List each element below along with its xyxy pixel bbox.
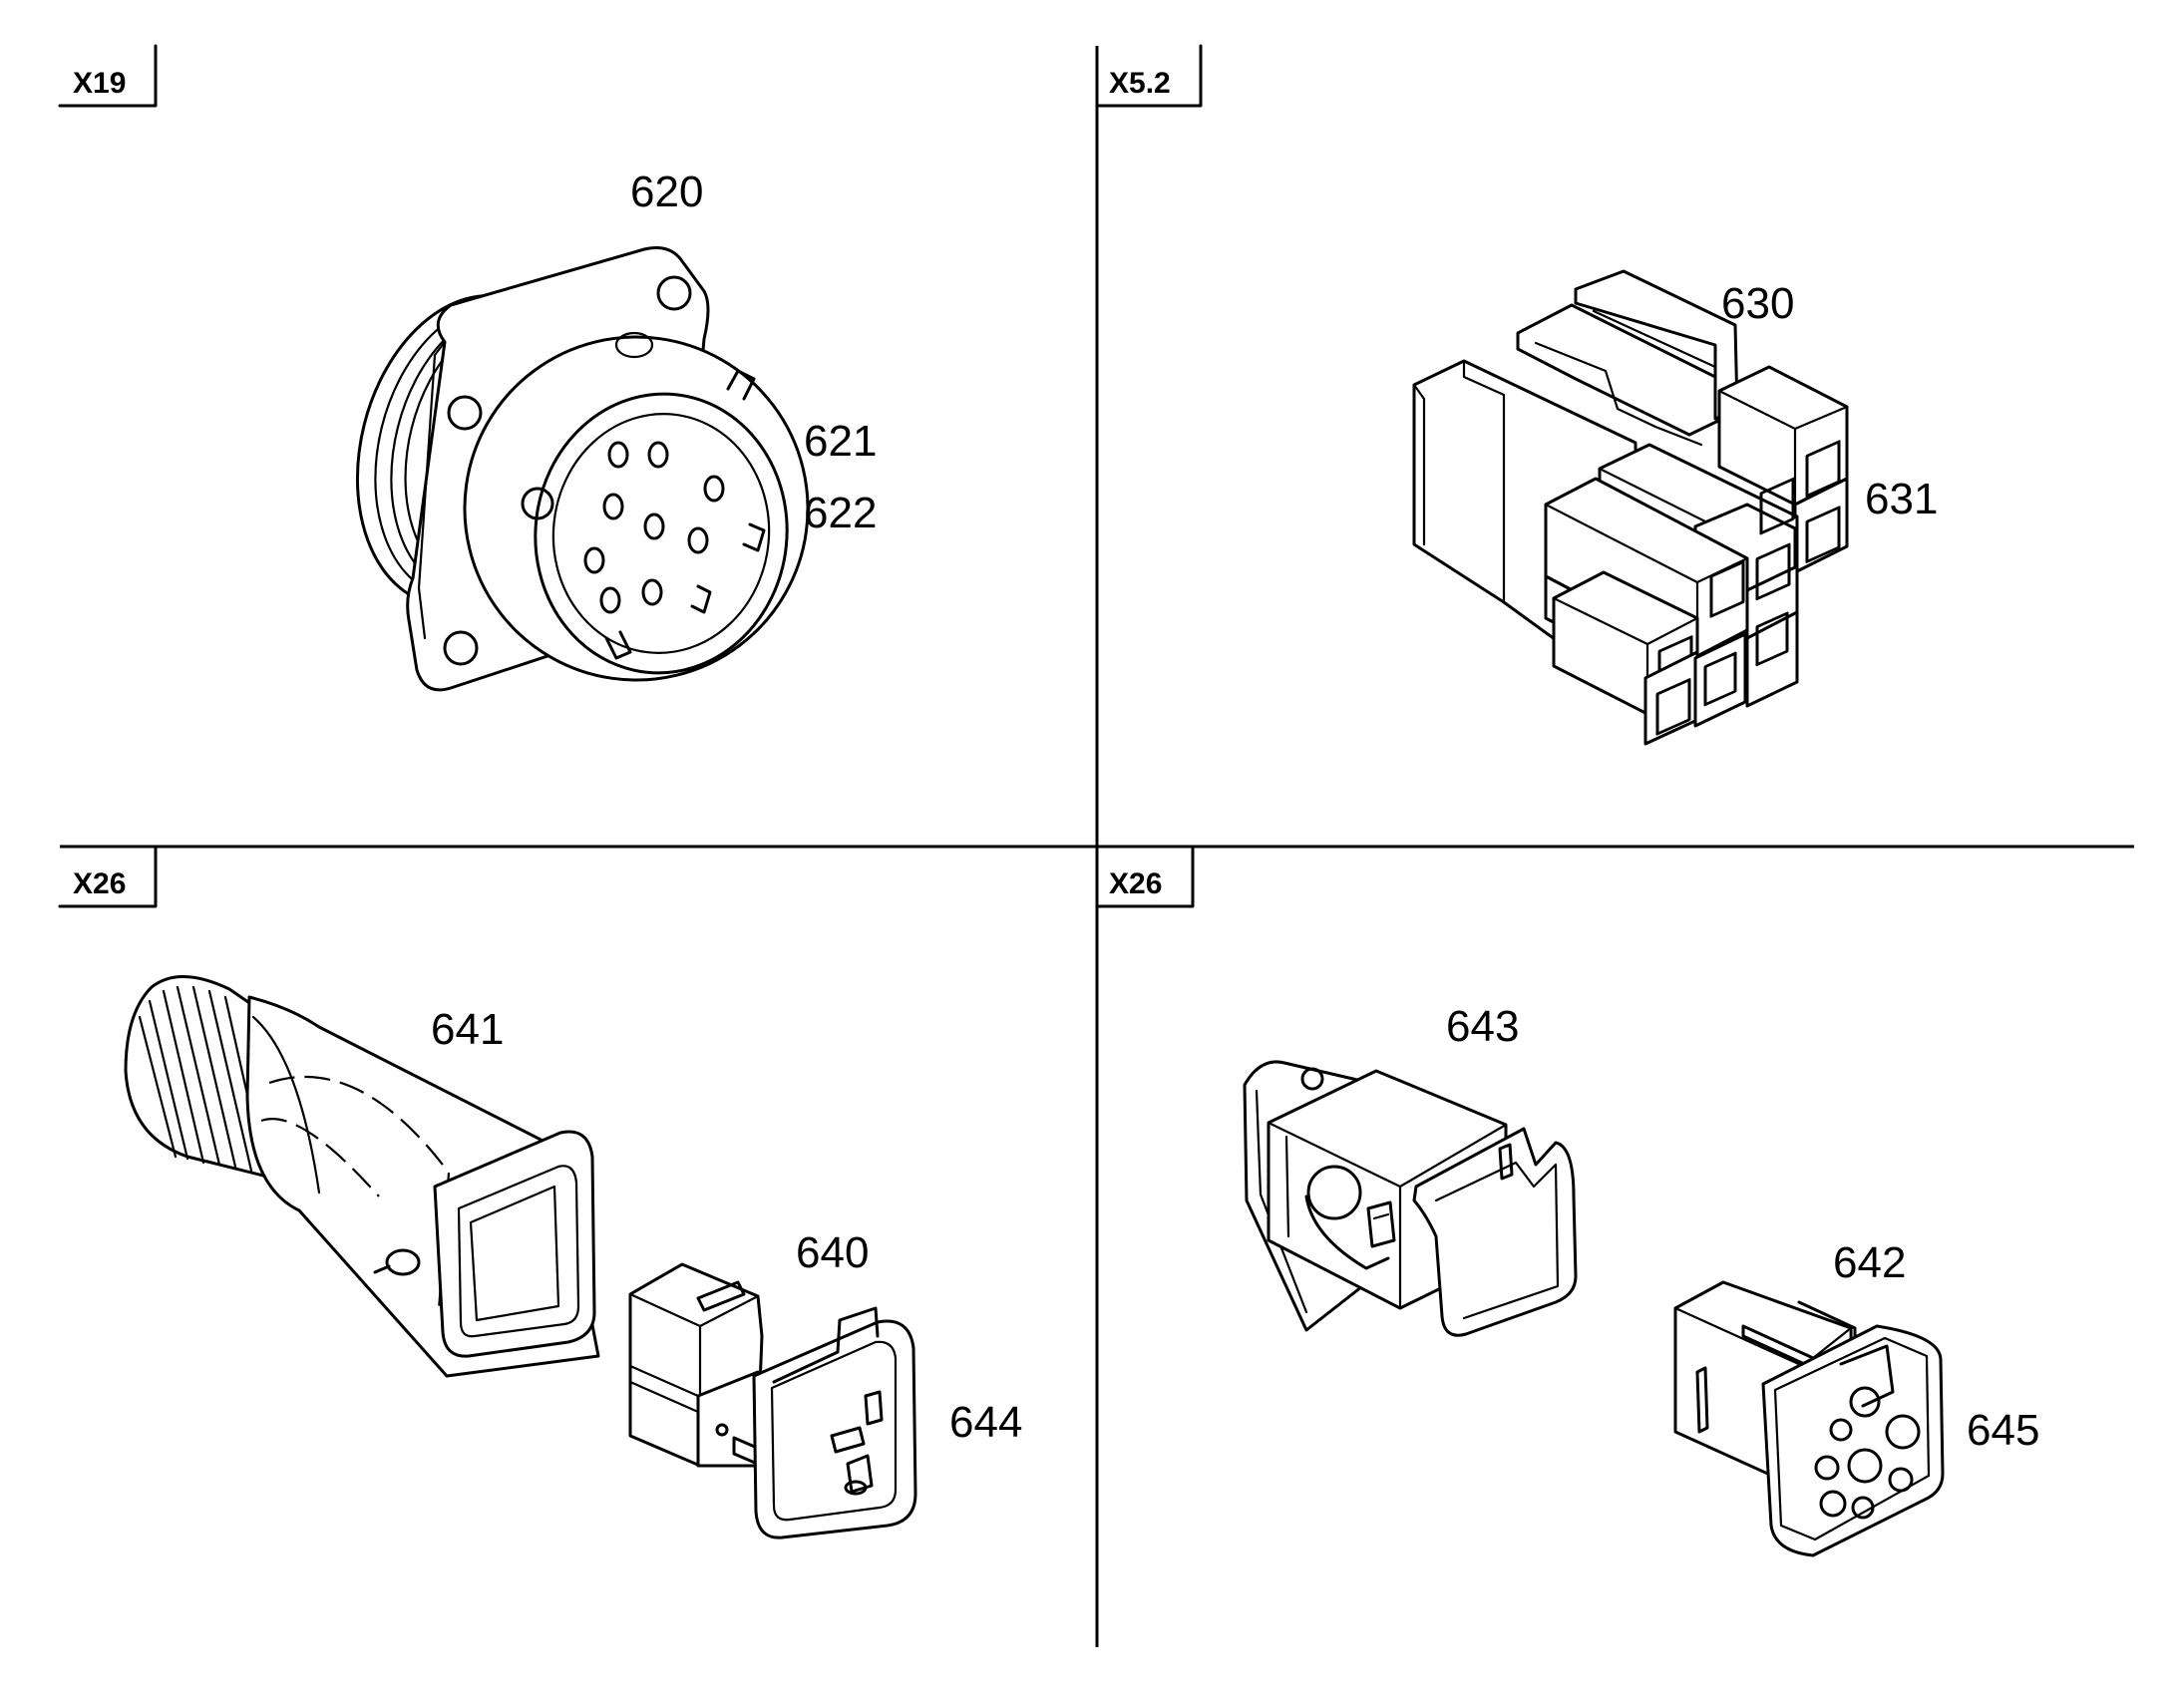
part-number-642: 642 — [1833, 1238, 1906, 1287]
part-number-644: 644 — [949, 1398, 1022, 1447]
part-number-645: 645 — [1967, 1406, 2039, 1455]
rectangular-connector-drawing — [1412, 269, 1849, 746]
part-number-630: 630 — [1721, 279, 1794, 328]
section-tag-label: X19 — [73, 67, 126, 100]
cable-hood-drawing — [124, 975, 600, 1378]
section-tag-x19: X19 — [58, 44, 158, 108]
section-tag-label: X26 — [1109, 867, 1162, 900]
part-number-621: 621 — [804, 417, 877, 466]
connector-insert-drawing — [628, 1262, 917, 1539]
part-number-631: 631 — [1865, 475, 1938, 523]
panel-housing-drawing — [1243, 1060, 1578, 1337]
housing-insert-drawing — [1673, 1280, 1945, 1557]
part-number-641: 641 — [431, 1005, 504, 1054]
part-number-622: 622 — [804, 489, 877, 537]
section-tag-x26-left: X26 — [58, 845, 158, 908]
section-tag-x5-2: X5.2 — [1095, 44, 1203, 108]
section-tag-x26-right: X26 — [1095, 845, 1195, 908]
section-tag-label: X26 — [73, 867, 126, 900]
part-number-643: 643 — [1446, 1002, 1519, 1051]
circular-connector-drawing — [355, 246, 810, 692]
part-number-640: 640 — [796, 1228, 869, 1277]
section-tag-label: X5.2 — [1109, 67, 1171, 100]
part-number-620: 620 — [630, 168, 703, 216]
